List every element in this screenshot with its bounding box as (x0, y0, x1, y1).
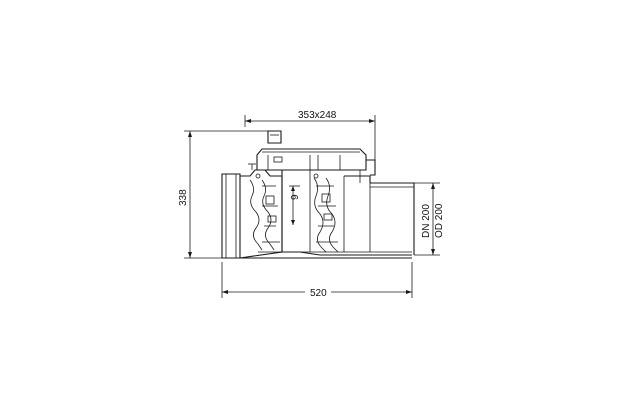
dn-label: DN 200 (421, 204, 432, 238)
height-dimension: 338 (178, 130, 276, 259)
grid-size-label: 353x248 (298, 110, 337, 121)
seal-height-label: 9 (290, 194, 301, 200)
pipe-diameter-dimension: DN 200 OD 200 (414, 182, 445, 256)
od-label: OD 200 (434, 203, 445, 238)
length-label: 520 (310, 288, 327, 299)
drain-body (221, 130, 415, 259)
height-label: 338 (178, 189, 189, 206)
length-dimension: 520 (221, 262, 413, 299)
grid-size-dimension: 353x248 (244, 108, 376, 150)
seal-height-dimension: 9 (289, 185, 301, 225)
